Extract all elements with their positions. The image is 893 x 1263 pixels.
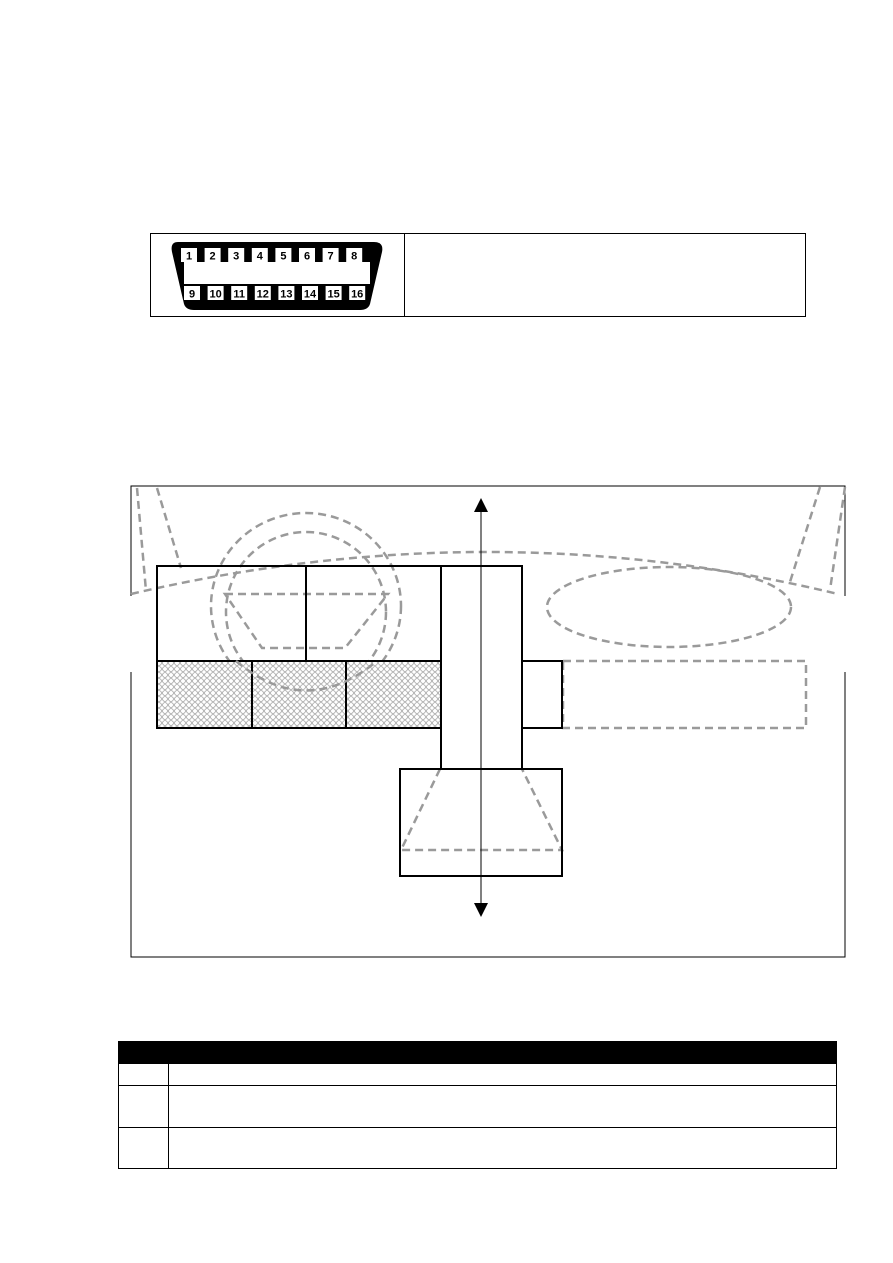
right-pillar-outline: [828, 486, 847, 591]
connector-pin-label: 9: [189, 289, 195, 301]
diagram-frame: [130, 485, 846, 958]
connector-pin: [325, 286, 342, 300]
legend-row: [119, 1063, 836, 1085]
connector-pin-label: 8: [351, 251, 357, 263]
connector-pin: [181, 248, 197, 262]
connector-pin-label: 4: [257, 251, 264, 263]
glovebox-outline: [545, 565, 793, 649]
steering-wheel-inner: [224, 530, 388, 694]
connector-pin: [251, 248, 268, 262]
connector-pin: [228, 248, 245, 262]
right-pillar-outline-inner: [788, 486, 822, 583]
zone-lower-2: [251, 660, 347, 729]
connector-pin-label: 6: [304, 251, 310, 263]
connector-pin-label: 1: [186, 251, 192, 263]
steering-wheel-hub: [222, 592, 391, 650]
connector-pin-label: 14: [304, 289, 317, 301]
connector-pin: [346, 248, 363, 262]
connector-pin: [184, 286, 200, 300]
connector-pin-label: 10: [209, 289, 221, 301]
connector-pin-label: 13: [280, 289, 292, 301]
connector-pin: [254, 286, 271, 300]
arrow-up-icon: [474, 498, 488, 512]
zone-center-right: [521, 660, 563, 729]
connector-pin-label: 15: [327, 289, 339, 301]
legend-row: [119, 1085, 836, 1127]
legend-index-cell: [119, 1128, 169, 1168]
connector-pin: [207, 286, 224, 300]
zone-lower-3: [345, 660, 442, 729]
connector-pin: [278, 286, 295, 300]
connector-pin-label: 3: [233, 251, 239, 263]
legend-row: [119, 1127, 836, 1168]
connector-pin: [231, 286, 248, 300]
legend-header: [119, 1042, 836, 1063]
connector-pin: [349, 286, 366, 300]
legend-table: [118, 1041, 837, 1169]
connector-pin: [299, 248, 315, 262]
dashboard-location-diagram: [130, 485, 847, 958]
left-pillar-outline: [135, 487, 148, 592]
connector-pin-label: 11: [233, 289, 245, 301]
connector-pin: [275, 248, 292, 262]
connector-pin-label: 7: [328, 251, 334, 263]
arrow-down-icon: [474, 903, 488, 917]
zone-lower-1: [156, 660, 253, 729]
connector-pin: [302, 286, 318, 300]
connector-pin-label: 2: [210, 251, 216, 263]
passenger-panel-outline: [561, 659, 808, 730]
connector-pin: [204, 248, 221, 262]
left-pillar-outline-inner: [155, 487, 183, 569]
connector-pin: [322, 248, 339, 262]
legend-index-cell: [119, 1086, 169, 1127]
connector-pin-label: 12: [257, 289, 269, 301]
dashboard-top-outline: [130, 550, 839, 596]
vertical-arrow: [474, 498, 488, 917]
connector-pin-label: 5: [280, 251, 286, 263]
legend-index-cell: [119, 1064, 169, 1085]
connector-pin-label: 16: [351, 289, 363, 301]
